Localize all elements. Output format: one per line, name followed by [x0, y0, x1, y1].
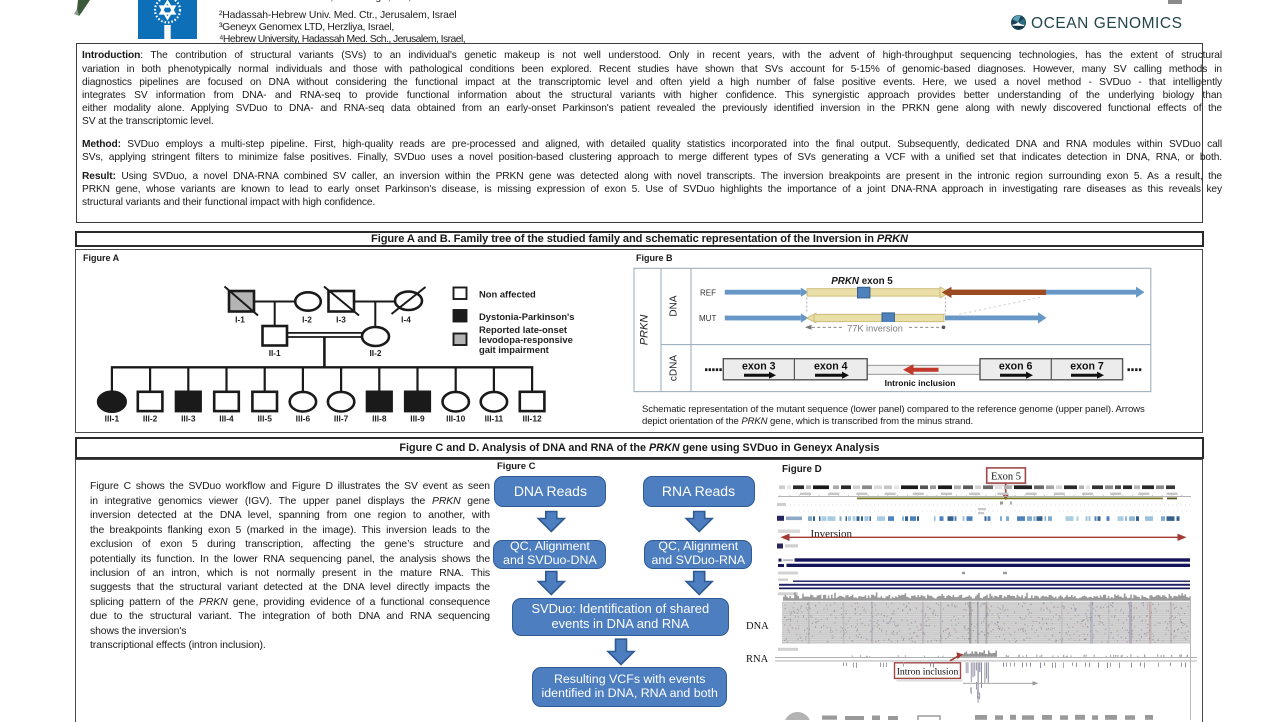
svg-text:Reported late-onset: Reported late-onset [479, 324, 567, 335]
svg-text:III-2: III-2 [143, 414, 158, 424]
svg-text:III-8: III-8 [372, 414, 387, 424]
svg-text:III-11: III-11 [485, 414, 504, 424]
svg-text:III-7: III-7 [334, 414, 349, 424]
svg-text:PRKN: PRKN [639, 315, 651, 346]
svg-text:cDNA: cDNA [669, 355, 680, 381]
svg-text:Inversion: Inversion [811, 528, 853, 540]
svg-text:exon 7: exon 7 [1070, 361, 1104, 373]
svg-text:III-4: III-4 [219, 414, 234, 424]
svg-text:III-5: III-5 [257, 414, 272, 424]
svg-text:REF: REF [700, 289, 716, 298]
svg-text:III-1: III-1 [105, 414, 120, 424]
svg-text:PRKN exon 5: PRKN exon 5 [831, 276, 893, 287]
svg-text:I-4: I-4 [401, 315, 411, 325]
svg-text:exon 6: exon 6 [999, 361, 1033, 373]
svg-text:Intronic inclusion: Intronic inclusion [885, 378, 956, 388]
svg-text:Exon 5: Exon 5 [991, 471, 1021, 482]
svg-text:Dystonia-Parkinson's: Dystonia-Parkinson's [479, 311, 575, 322]
svg-text:MUT: MUT [699, 314, 716, 323]
svg-text:I-3: I-3 [336, 315, 346, 325]
svg-text:levodopa-responsive: levodopa-responsive [479, 334, 573, 345]
svg-text:II-2: II-2 [370, 348, 382, 358]
svg-text:III-12: III-12 [523, 414, 542, 424]
svg-text:I-1: I-1 [235, 315, 245, 325]
svg-text:gait impairment: gait impairment [479, 344, 549, 355]
svg-text:III-3: III-3 [181, 414, 196, 424]
svg-text:II-1: II-1 [269, 348, 281, 358]
svg-text:DNA: DNA [669, 295, 680, 316]
svg-text:exon 4: exon 4 [814, 361, 848, 373]
svg-text:77K inversion: 77K inversion [847, 323, 903, 333]
svg-text:I-2: I-2 [302, 315, 312, 325]
svg-text:III-9: III-9 [410, 414, 425, 424]
svg-text:III-10: III-10 [446, 414, 465, 424]
svg-text:Non affected: Non affected [479, 289, 536, 300]
svg-text:III-6: III-6 [296, 414, 311, 424]
svg-text:exon 3: exon 3 [742, 361, 776, 373]
svg-text:Intron inclusion: Intron inclusion [897, 666, 959, 677]
